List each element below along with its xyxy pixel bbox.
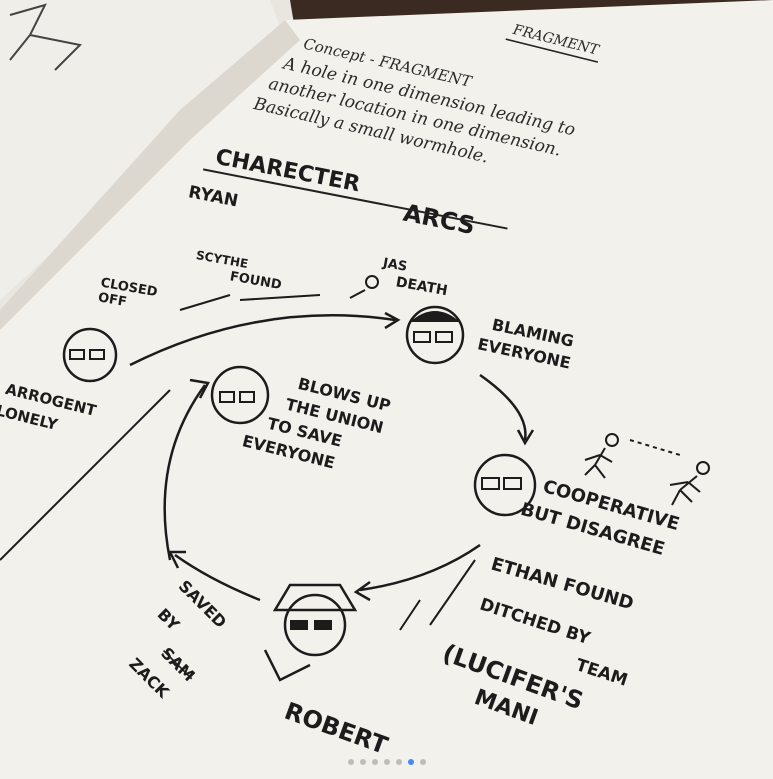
arc-bottom-right <box>359 543 481 592</box>
closed-off-line-2: OFF <box>97 290 128 310</box>
face-robert <box>263 583 358 682</box>
face-cooperative <box>473 453 537 517</box>
arc-left <box>163 384 207 561</box>
face-blows-up <box>210 365 270 425</box>
arc-top <box>129 314 396 367</box>
stick-figures <box>349 275 710 506</box>
carousel-indicator[interactable] <box>0 759 773 765</box>
left-page-doodle <box>9 3 83 71</box>
carousel-dot[interactable] <box>395 759 402 765</box>
jas-line-1: JAS <box>381 256 408 275</box>
carousel-dot[interactable] <box>383 759 390 765</box>
face-blaming <box>405 305 465 365</box>
carousel-dot[interactable] <box>347 759 354 765</box>
carousel-dot[interactable] <box>419 759 426 765</box>
carousel-dot[interactable] <box>407 759 414 765</box>
carousel-dot[interactable] <box>371 759 378 765</box>
carousel-dot[interactable] <box>359 759 366 765</box>
arc-right <box>479 373 527 441</box>
face-arrogent <box>62 327 118 383</box>
